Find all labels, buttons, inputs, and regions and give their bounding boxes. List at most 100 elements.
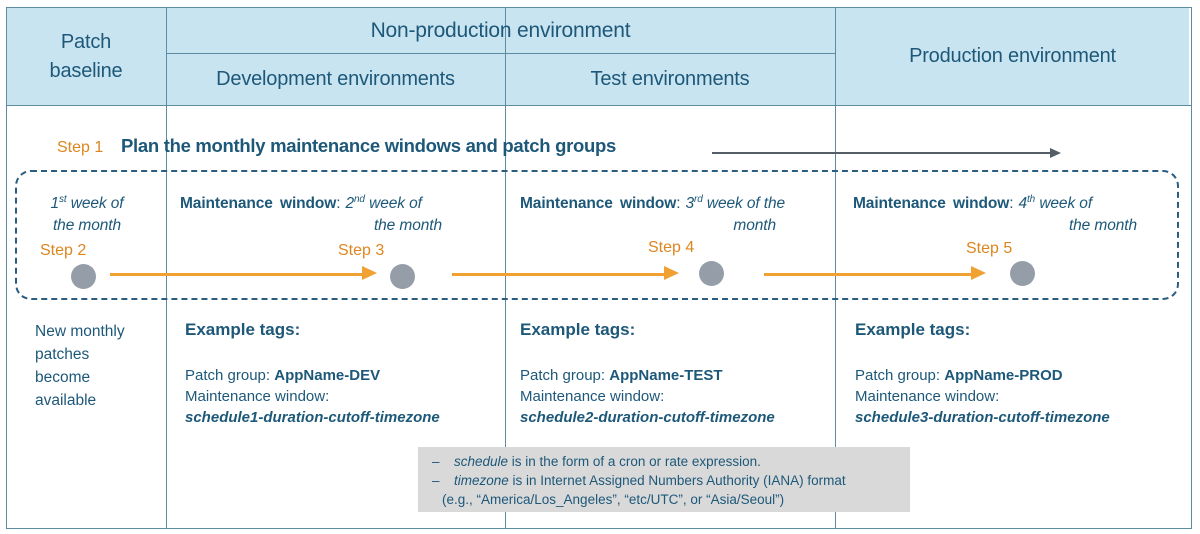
- dash-bullet: –: [432, 473, 440, 488]
- week-value: 2nd week of: [345, 194, 422, 213]
- header-patch-baseline: Patch baseline: [6, 8, 166, 105]
- patch-group-label: Patch group:: [855, 367, 945, 384]
- week-line2: the month: [373, 217, 442, 235]
- patch-group-value: AppName-DEV: [274, 367, 381, 384]
- example-tags-heading: Example tags:: [520, 320, 636, 339]
- week-line1: 1st week of: [28, 189, 146, 215]
- patch-group-line: Patch group: AppName-TEST: [520, 365, 830, 386]
- step5-label: Step 5: [966, 240, 1013, 257]
- patch-group-value: AppName-TEST: [609, 367, 723, 384]
- note-line-examples: (e.g., “America/Los_Angeles”, “etc/UTC”,…: [442, 492, 785, 507]
- note-line-schedule: – schedule is in the form of a cron or r…: [428, 452, 902, 471]
- timeline-dashed-box: [15, 170, 1179, 300]
- week-line2: month: [733, 217, 776, 235]
- timeline-arrow-2: [452, 273, 664, 276]
- note-rest: is in the form of a cron or rate express…: [508, 454, 761, 469]
- header-production-label: Production environment: [909, 45, 1116, 67]
- week-num: 3: [685, 195, 694, 213]
- week-rest: week of: [66, 195, 124, 213]
- week-line1: Maintenance window:2nd week of: [180, 189, 466, 215]
- week-num: 1: [50, 195, 59, 213]
- header-non-production: Non-production environment: [166, 8, 835, 53]
- diagram-outer-border: [6, 7, 1192, 529]
- maintenance-window-line: Maintenance window:: [520, 388, 665, 405]
- header-development: Development environments: [166, 54, 505, 105]
- patch-group-label: Patch group:: [185, 367, 275, 384]
- maintenance-window-line: Maintenance window:: [855, 388, 1000, 405]
- note-text: timezone is in Internet Assigned Numbers…: [454, 471, 846, 490]
- header-non-production-label: Non-production environment: [370, 18, 631, 42]
- header-bottom-border: [6, 105, 1192, 106]
- maintenance-window-line: Maintenance window:: [185, 388, 330, 405]
- patch-group-line: Patch group: AppName-PROD: [855, 365, 1165, 386]
- timeline-arrow-3-head-icon: [971, 266, 986, 280]
- step2-milestone-dot: [71, 264, 96, 289]
- week-rest: week of: [364, 195, 422, 213]
- example-tags-heading: Example tags:: [185, 320, 301, 339]
- week-ordinal: rd: [693, 194, 703, 205]
- step1-title: Plan the monthly maintenance windows and…: [121, 135, 616, 156]
- schedule-expression: schedule3-duration-cutoff-timezone: [855, 409, 1110, 426]
- week-label-test: Maintenance window:3rd week of the month: [520, 189, 832, 237]
- step4-label: Step 4: [648, 239, 695, 256]
- week-value: 4th week of: [1018, 194, 1093, 213]
- note-rest: is in Internet Assigned Numbers Authorit…: [508, 473, 846, 488]
- colon: :: [676, 195, 681, 213]
- colon: :: [336, 195, 341, 213]
- week-rest: week of: [1035, 195, 1093, 213]
- dash-bullet: –: [432, 454, 440, 469]
- schedule-expression: schedule2-duration-cutoff-timezone: [520, 409, 775, 426]
- week-ordinal: nd: [353, 194, 365, 205]
- patch-group-label: Patch group:: [520, 367, 610, 384]
- week-label-prod: Maintenance window:4th week of the month: [853, 189, 1145, 237]
- header-patch-baseline-label: Patch baseline: [49, 30, 123, 82]
- example-tags-test: Example tags: Patch group: AppName-TEST …: [520, 320, 830, 428]
- step5-milestone-dot: [1010, 261, 1035, 286]
- timeline-arrow-1-head-icon: [362, 266, 377, 280]
- header-test-label: Test environments: [590, 68, 750, 90]
- week-value: 3rd week of the: [685, 194, 786, 213]
- week-line1: Maintenance window:3rd week of the: [520, 189, 832, 215]
- note-text: schedule is in the form of a cron or rat…: [454, 452, 761, 471]
- step1-label: Step 1: [57, 139, 104, 156]
- column-divider-test-prod: [835, 7, 836, 528]
- note-term: schedule: [454, 454, 509, 469]
- step3-milestone-dot: [390, 264, 415, 289]
- week-rest: week of the: [702, 195, 786, 213]
- schedule-expression: schedule1-duration-cutoff-timezone: [185, 409, 440, 426]
- example-tags-prod: Example tags: Patch group: AppName-PROD …: [855, 320, 1165, 428]
- step1-arrow-line: [712, 152, 1052, 154]
- header-background: [7, 8, 1189, 105]
- example-tags-heading: Example tags:: [855, 320, 971, 339]
- timeline-arrow-2-head-icon: [664, 266, 679, 280]
- week-line1: Maintenance window:4th week of: [853, 189, 1145, 215]
- timeline-arrow-1: [110, 273, 362, 276]
- week-label-dev: Maintenance window:2nd week of the month: [180, 189, 466, 237]
- week-ordinal: st: [59, 194, 67, 205]
- column-divider-dev-test: [505, 7, 506, 528]
- column-divider-baseline-dev: [166, 7, 167, 528]
- maintenance-window-label: Maintenance window: [853, 195, 1010, 213]
- note-term: timezone: [454, 473, 509, 488]
- note-box: – schedule is in the form of a cron or r…: [418, 447, 910, 512]
- baseline-description: New monthly patches become available: [35, 323, 125, 409]
- example-tags-dev: Example tags: Patch group: AppName-DEV M…: [185, 320, 495, 428]
- step4-milestone-dot: [699, 261, 724, 286]
- week-ordinal: th: [1026, 194, 1036, 205]
- nonprod-sub-divider: [166, 53, 835, 54]
- header-test: Test environments: [505, 54, 835, 105]
- week-label-baseline: 1st week of the month: [28, 189, 146, 237]
- header-development-label: Development environments: [216, 68, 455, 90]
- note-line-timezone: – timezone is in Internet Assigned Numbe…: [428, 471, 902, 490]
- patch-group-value: AppName-PROD: [944, 367, 1063, 384]
- patch-group-line: Patch group: AppName-DEV: [185, 365, 495, 386]
- step2-label: Step 2: [40, 242, 87, 259]
- week-num: 2: [345, 195, 354, 213]
- step1-arrow-head-icon: [1050, 148, 1061, 158]
- colon: :: [1009, 195, 1014, 213]
- week-line2: the month: [1068, 217, 1137, 235]
- week-num: 4: [1018, 195, 1027, 213]
- step3-label: Step 3: [338, 242, 385, 259]
- maintenance-window-label: Maintenance window: [180, 195, 337, 213]
